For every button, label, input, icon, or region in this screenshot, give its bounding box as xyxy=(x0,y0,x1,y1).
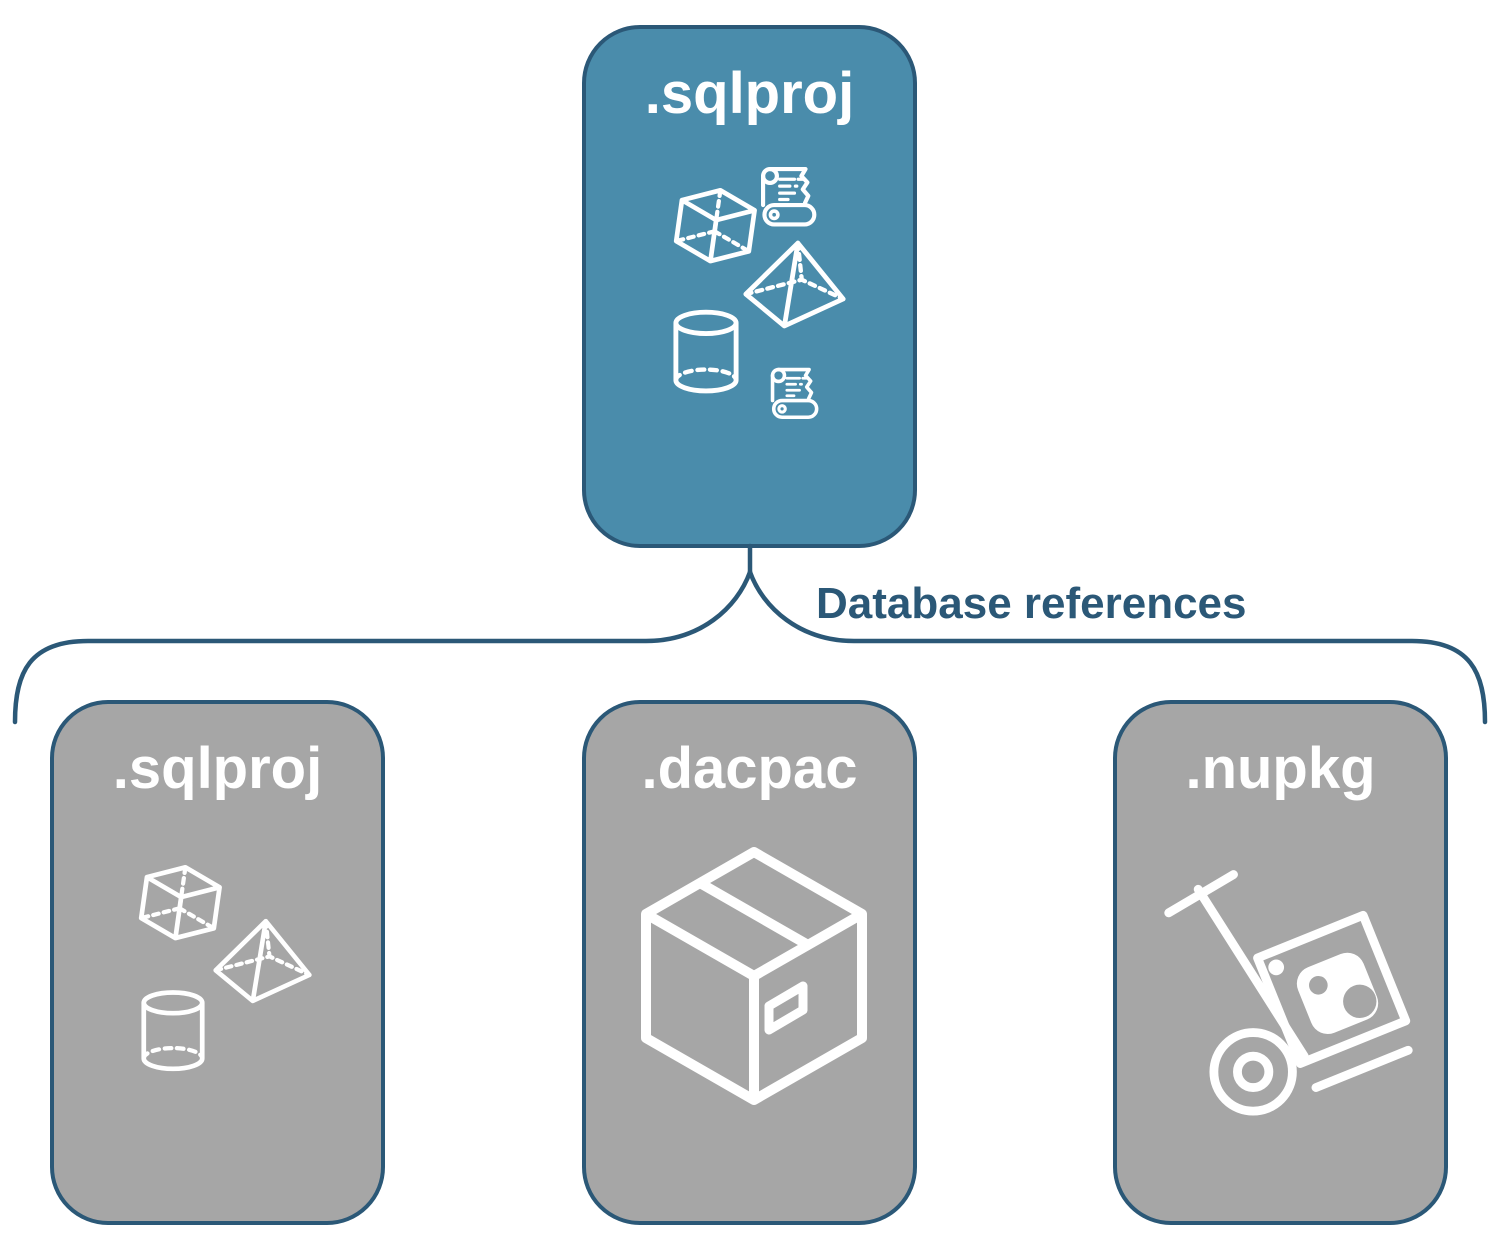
node-sqlproj-child: .sqlproj xyxy=(50,700,385,1225)
root-node-label: .sqlproj xyxy=(644,61,855,126)
child-node-label: .nupkg xyxy=(1185,736,1376,801)
child-node-label: .dacpac xyxy=(641,736,858,801)
connector-label: Database references xyxy=(816,579,1247,628)
hand-truck-icon xyxy=(1155,852,1420,1117)
child-node-label: .sqlproj xyxy=(112,736,323,801)
node-sqlproj-root: .sqlproj xyxy=(582,25,917,548)
node-dacpac: .dacpac xyxy=(582,700,917,1225)
scroll-icon xyxy=(752,158,824,230)
cylinder-icon xyxy=(140,988,206,1078)
pyramid-icon xyxy=(212,917,314,1006)
scroll-icon xyxy=(763,360,825,422)
cylinder-icon xyxy=(672,308,740,400)
pyramid-icon xyxy=(742,239,848,331)
package-box-icon xyxy=(634,840,874,1125)
node-nupkg: .nupkg xyxy=(1113,700,1448,1225)
